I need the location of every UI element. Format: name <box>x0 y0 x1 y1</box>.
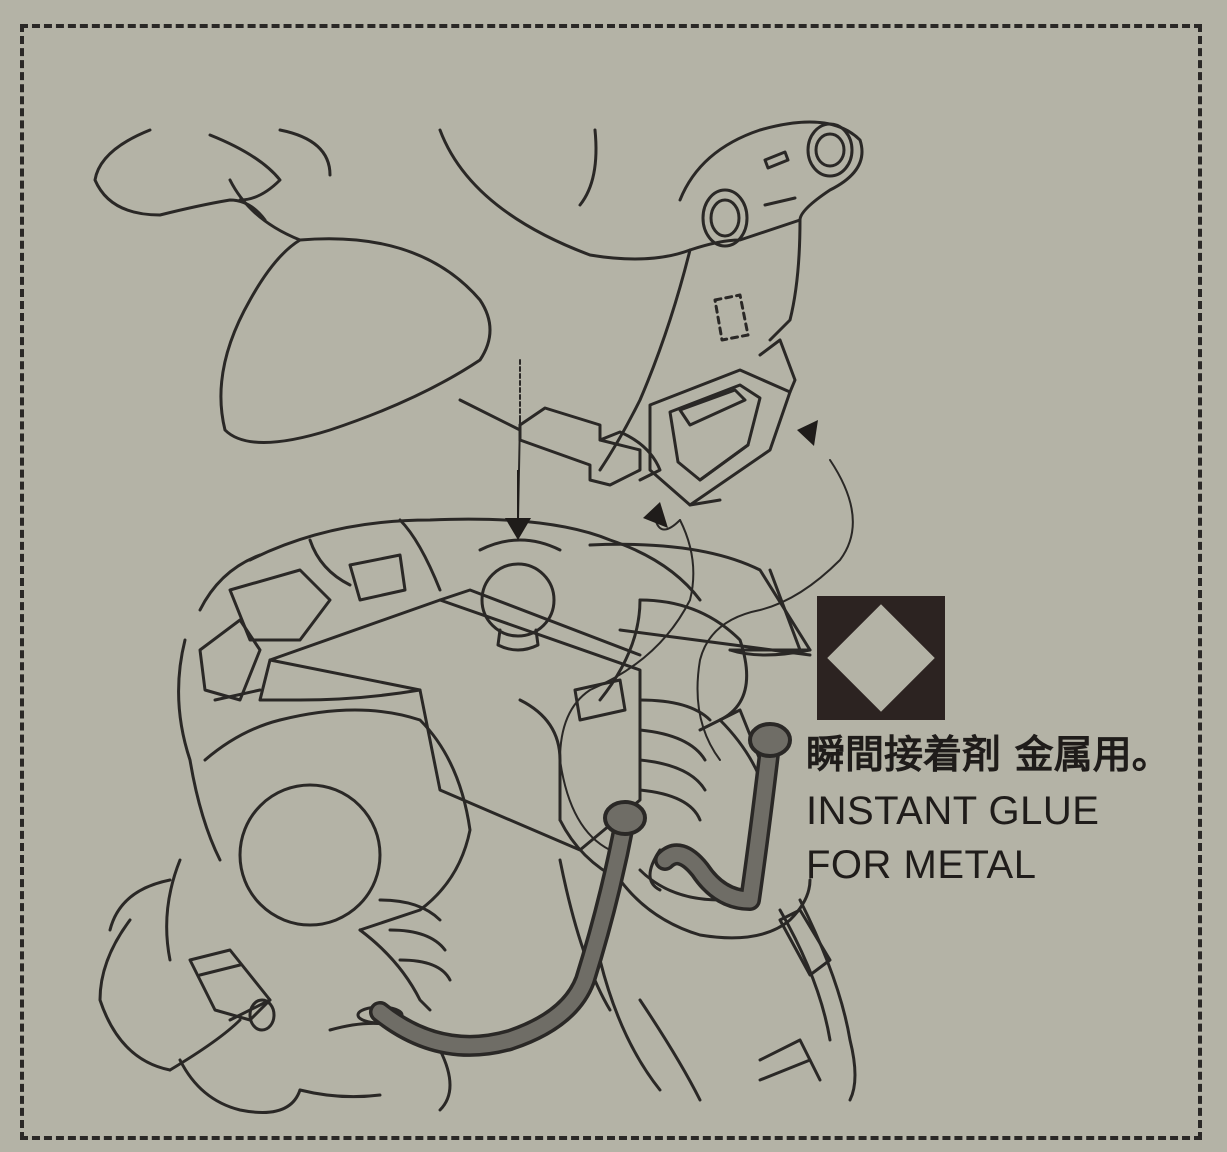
upper-body-part <box>93 120 864 472</box>
arrow-up-left-icon <box>797 420 818 446</box>
instant-glue-diamond-icon <box>817 596 945 720</box>
assembly-arrows <box>505 420 818 540</box>
arrow-down-icon <box>505 518 531 540</box>
arrow-up-left-icon <box>643 502 668 528</box>
joint-bracket <box>518 338 797 507</box>
caption-english-line1: INSTANT GLUE <box>806 789 1100 833</box>
dashed-frame <box>20 24 1202 1140</box>
caption-japanese: 瞬間接着剤 金属用。 <box>806 733 1171 778</box>
metal-pipes <box>369 722 792 1057</box>
lower-body-part <box>177 517 857 1102</box>
glue-caption: 瞬間接着剤 金属用。 INSTANT GLUE FOR METAL <box>806 736 1171 899</box>
caption-english-line2: FOR METAL <box>806 843 1037 887</box>
ball-joint <box>478 538 562 652</box>
diamond-shape <box>827 604 935 712</box>
